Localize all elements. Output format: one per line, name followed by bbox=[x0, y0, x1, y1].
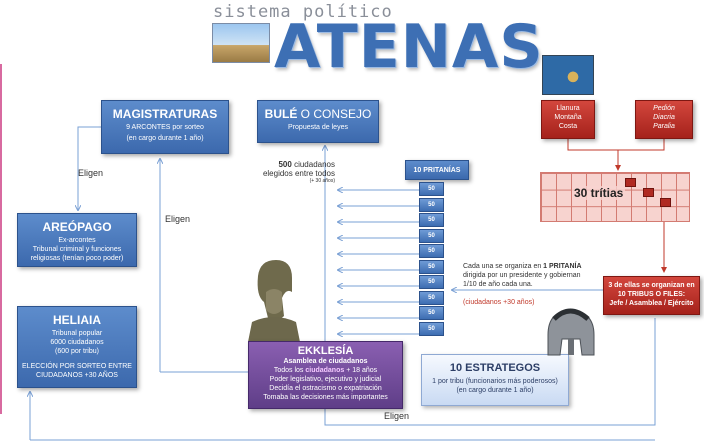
bule-note-line2: elegidos entre todos bbox=[262, 169, 335, 178]
tribus-line3: Jefe / Asamblea / Ejército bbox=[609, 300, 694, 307]
pritania-note-bold: 1 PRITANÍA bbox=[543, 263, 582, 270]
pritania-cell: 50 bbox=[419, 259, 444, 274]
bule-note-bold: 500 bbox=[278, 160, 292, 169]
left-border-line bbox=[0, 64, 2, 414]
magistraturas-line2: (en cargo durante 1 año) bbox=[126, 135, 204, 142]
page-subtitle: sistema político bbox=[213, 2, 393, 22]
estrategos-title: 10 ESTRATEGOS bbox=[449, 362, 541, 374]
bule-note-line3: (+ 30 años) bbox=[309, 178, 335, 184]
tribus-box: 3 de ellas se organizan en 10 TRIBUS O F… bbox=[603, 276, 700, 315]
region-2: Montaña bbox=[554, 114, 582, 121]
areopago-line3: religiosas (tenían poco poder) bbox=[30, 255, 124, 262]
page-title: ATENAS bbox=[274, 12, 544, 82]
pritania-cell: 50 bbox=[419, 197, 444, 212]
ekklesia-line3: Poder legislativo, ejecutivo y judicial bbox=[269, 376, 382, 383]
parthenon-image bbox=[212, 23, 270, 63]
region-alt-1: Pedión bbox=[653, 105, 675, 112]
magistraturas-title: MAGISTRATURAS bbox=[112, 107, 218, 121]
heliaia-line1: Tribunal popular bbox=[51, 330, 103, 337]
ekklesia-line2-post: + 18 años bbox=[344, 367, 378, 374]
region-3: Costa bbox=[558, 123, 578, 130]
ekklesia-line5: Tomaba las decisiones más importantes bbox=[263, 394, 388, 401]
region-1: Llanura bbox=[556, 105, 580, 112]
ekklesia-box: EKKLESÍA Asamblea de ciudadanos Todos lo… bbox=[248, 341, 403, 409]
ekklesia-title: EKKLESÍA bbox=[297, 345, 354, 357]
bule-note-rest: ciudadanos bbox=[291, 160, 335, 169]
bule-box: BULÉ O CONSEJO Propuesta de leyes bbox=[257, 100, 379, 143]
tribus-line2: 10 TRIBUS O FILES: bbox=[617, 291, 686, 298]
heliaia-box: HELIAIA Tribunal popular 6000 ciudadanos… bbox=[17, 306, 137, 388]
areopago-title: AREÓPAGO bbox=[42, 220, 112, 234]
pericles-bust-image bbox=[248, 260, 300, 342]
pritania-cell: 50 bbox=[419, 321, 444, 336]
regions-alt-box: Pedión Diacria Paralia bbox=[635, 100, 693, 139]
ekklesia-line1: Asamblea de ciudadanos bbox=[283, 358, 368, 365]
heliaia-line4: ELECCIÓN POR SORTEO ENTRE bbox=[22, 363, 132, 370]
trittia-highlight bbox=[660, 198, 671, 207]
pritania-cell: 50 bbox=[419, 290, 444, 305]
region-alt-3: Paralia bbox=[653, 123, 675, 130]
heliaia-line5: CIUDADANOS +30 AÑOS bbox=[36, 372, 118, 379]
trittias-label: 30 trítias bbox=[572, 186, 626, 200]
greece-map-image bbox=[542, 55, 594, 95]
pritania-note-line4: (ciudadanos +30 años) bbox=[463, 299, 535, 306]
pritania-note-line2: dirigida por un presidente y gobiernan bbox=[463, 272, 581, 279]
bule-title-rest: O CONSEJO bbox=[297, 107, 372, 121]
pritania-cell: 50 bbox=[419, 213, 444, 227]
eligen-label-1: Eligen bbox=[78, 168, 104, 178]
pritania-cell: 50 bbox=[419, 228, 444, 243]
pritania-note-pre: Cada una se organiza en bbox=[463, 263, 544, 270]
estrategos-line2: (en cargo durante 1 año) bbox=[456, 387, 534, 394]
heliaia-title: HELIAIA bbox=[53, 313, 101, 327]
region-alt-2: Diacria bbox=[653, 114, 675, 121]
pritania-cell: 50 bbox=[419, 182, 444, 196]
bule-title-bold: BULÉ bbox=[264, 107, 298, 121]
pritanias-header: 10 PRITANÍAS bbox=[405, 160, 469, 180]
estrategos-box: 10 ESTRATEGOS 1 por tribu (funcionarios … bbox=[421, 354, 569, 406]
greek-helmet-image bbox=[547, 308, 595, 356]
pritania-cell: 50 bbox=[419, 306, 444, 320]
ekklesia-line2: Todos los ciudadanos + 18 años bbox=[249, 366, 402, 375]
heliaia-line2: 6000 ciudadanos bbox=[50, 339, 104, 346]
trittia-highlight bbox=[625, 178, 636, 187]
magistraturas-box: MAGISTRATURAS 9 ARCONTES por sorteo (en … bbox=[101, 100, 229, 154]
bule-note: 500 ciudadanos elegidos entre todos (+ 3… bbox=[247, 160, 335, 185]
bule-title: BULÉ O CONSEJO bbox=[258, 107, 378, 121]
pritania-cell: 50 bbox=[419, 244, 444, 258]
eligen-label-3: Eligen bbox=[384, 411, 410, 421]
magistraturas-line1: 9 ARCONTES por sorteo bbox=[126, 124, 204, 131]
eligen-label-2: Eligen bbox=[165, 214, 191, 224]
pritania-note-line3: 1/10 de año cada una. bbox=[463, 281, 533, 288]
areopago-line1: Ex-arcontes bbox=[58, 237, 96, 244]
areopago-box: AREÓPAGO Ex-arcontes Tribunal criminal y… bbox=[17, 213, 137, 267]
ekklesia-line4: Decidía el ostracismo o expatriación bbox=[269, 385, 382, 392]
heliaia-line3: (600 por tribu) bbox=[55, 348, 99, 355]
estrategos-line1: 1 por tribu (funcionarios más poderosos) bbox=[432, 378, 558, 385]
areopago-line2: Tribunal criminal y funciones bbox=[32, 246, 122, 253]
pritania-cell: 50 bbox=[419, 275, 444, 289]
bule-line1: Propuesta de leyes bbox=[288, 124, 348, 131]
trittia-highlight bbox=[643, 188, 654, 197]
ekklesia-line2-pre: Todos los bbox=[273, 367, 306, 374]
pritanias-column: 50 50 50 50 50 50 50 50 50 50 bbox=[419, 182, 444, 337]
ekklesia-line2-hl: ciudadanos bbox=[305, 367, 345, 374]
pritania-note: Cada una se organiza en 1 PRITANÍA dirig… bbox=[463, 262, 603, 307]
regions-box: Llanura Montaña Costa bbox=[541, 100, 595, 139]
tribus-line1: 3 de ellas se organizan en bbox=[608, 282, 695, 289]
